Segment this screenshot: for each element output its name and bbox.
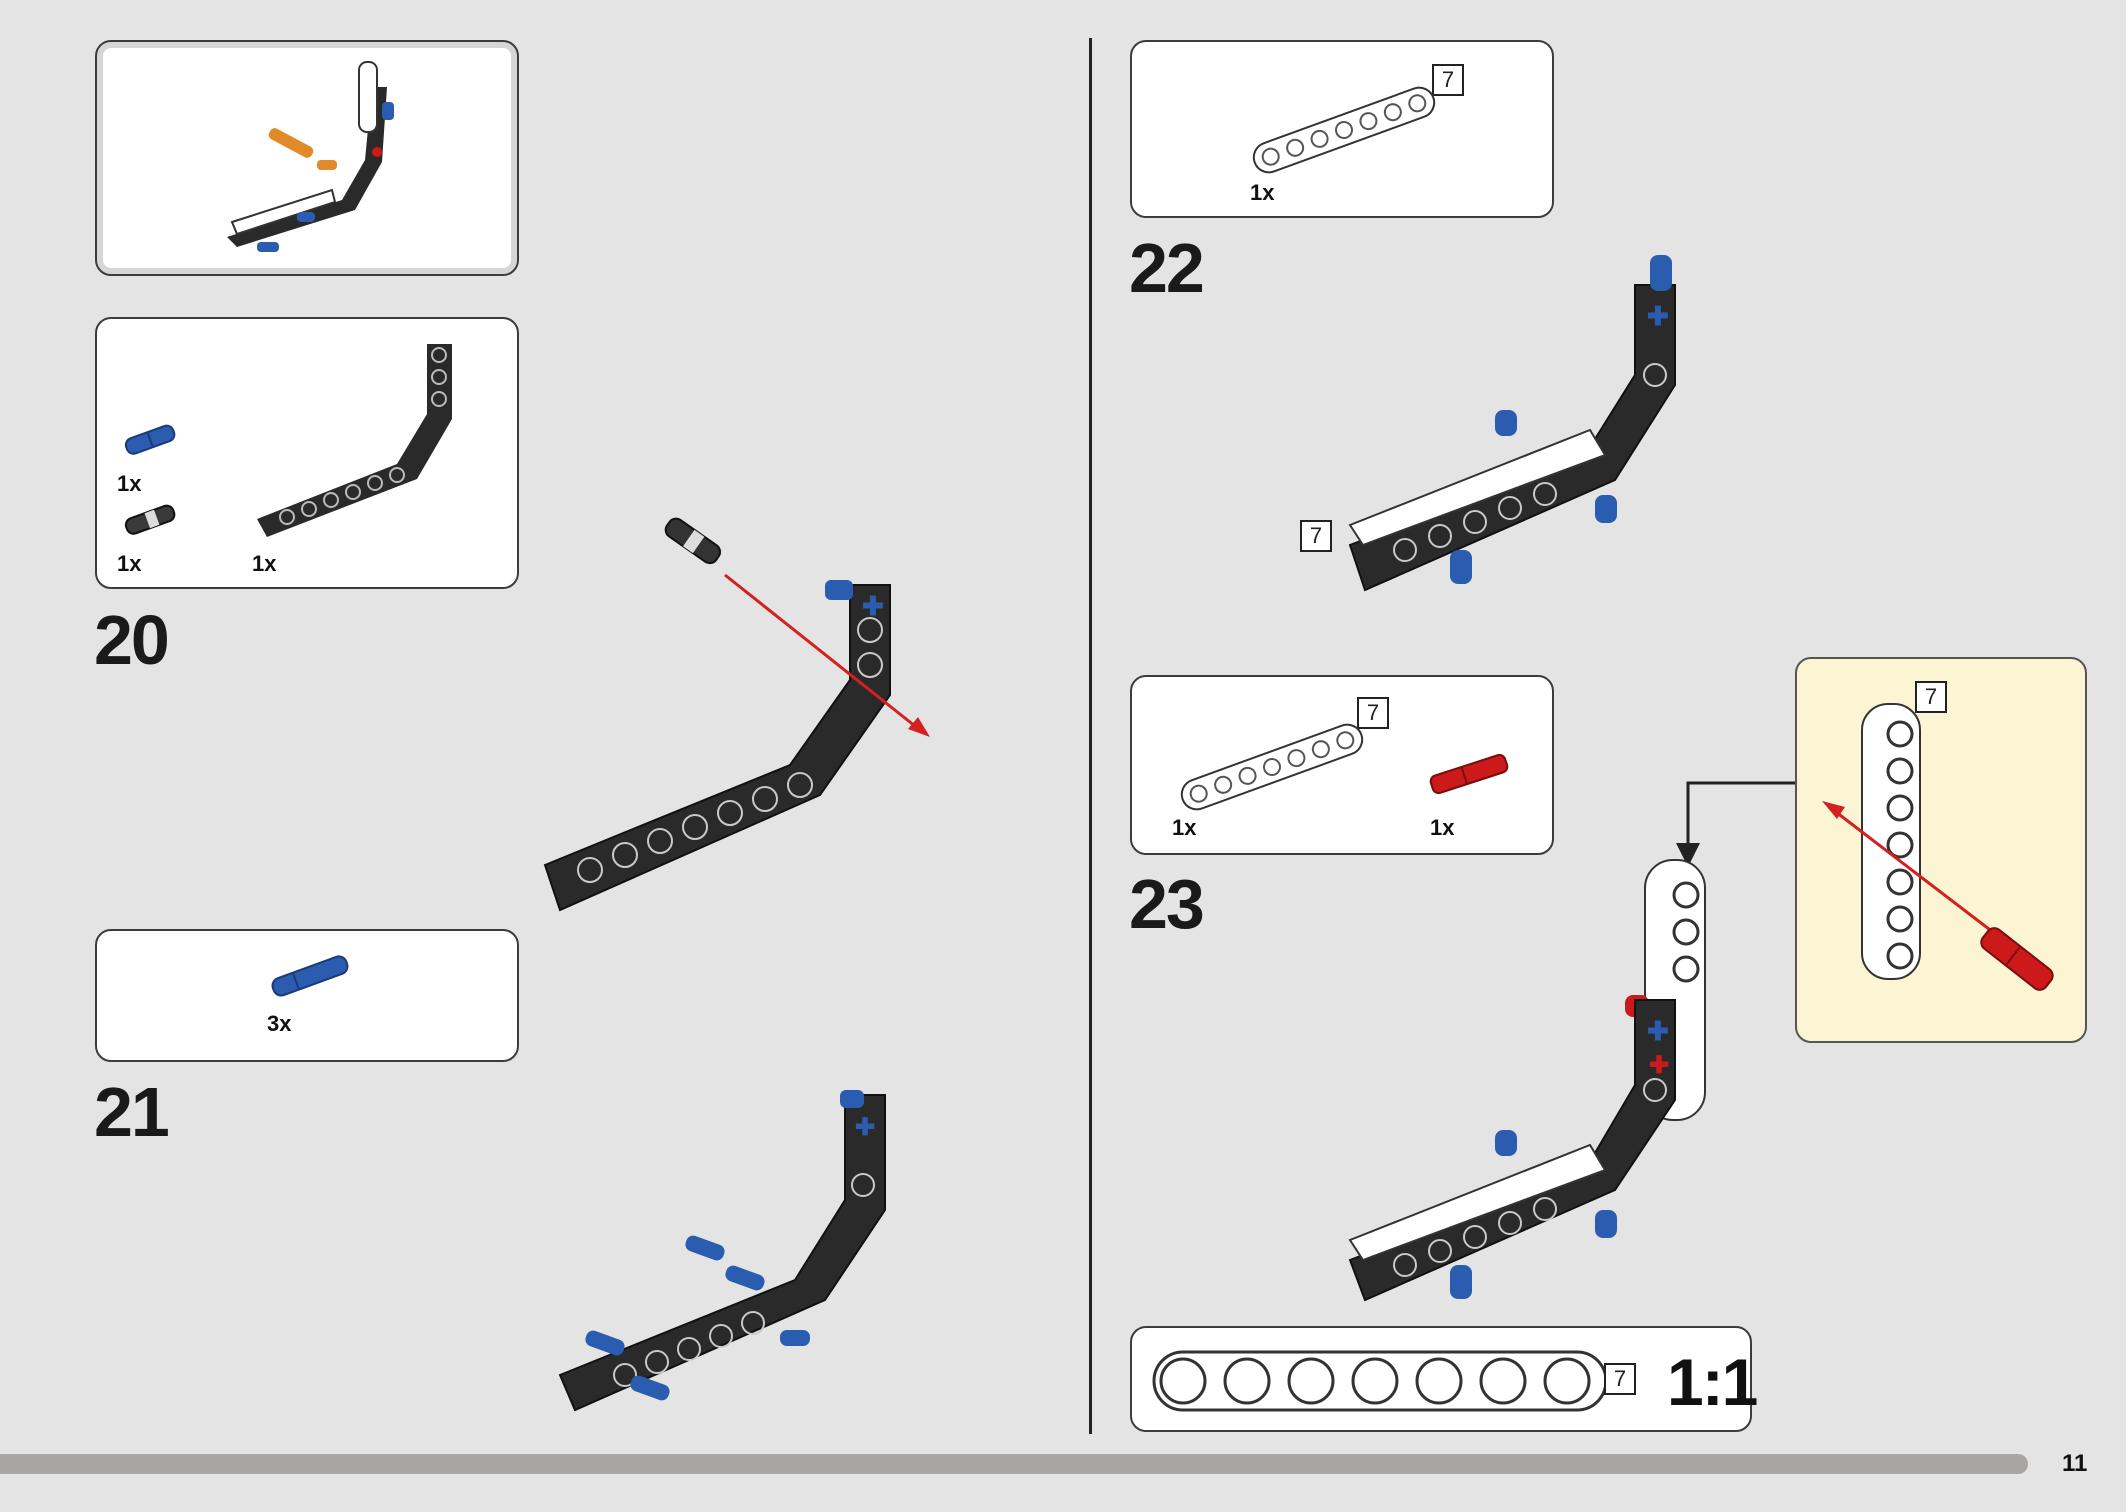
step-22-parts-box: 7 1x xyxy=(1130,40,1554,218)
svg-text:✚: ✚ xyxy=(862,591,884,621)
step-23-parts-box: 7 1x 1x xyxy=(1130,675,1554,855)
step-number: 22 xyxy=(1129,229,1205,307)
step-22-assembly-icon: ✚ xyxy=(1348,255,1676,592)
page-progress-bar xyxy=(0,1454,2028,1474)
step-number: 23 xyxy=(1129,865,1205,943)
blue-pin-icon xyxy=(124,424,176,455)
callout-subassembly-icon xyxy=(1822,703,2054,991)
white-beam-7-icon xyxy=(1180,723,1364,811)
scale-ruler-box: 7 1:1 xyxy=(1130,1326,1758,1432)
qty-label: 1x xyxy=(117,471,142,496)
previous-assembly-box xyxy=(95,40,519,276)
step-20-assembly-icon: ✚ xyxy=(543,517,930,912)
length-tag: 7 xyxy=(1432,64,1464,96)
qty-label: 1x xyxy=(1430,815,1455,840)
step-23-callout: 7 xyxy=(1795,657,2087,1043)
length-tag: 7 xyxy=(1357,697,1389,729)
length-tag: 7 xyxy=(1300,520,1332,552)
previous-assembly-icon xyxy=(227,61,394,252)
qty-label: 3x xyxy=(267,1011,292,1036)
step-number: 20 xyxy=(94,601,170,679)
red-axle-pin-icon xyxy=(1429,753,1509,795)
svg-text:✚: ✚ xyxy=(1647,301,1669,331)
page-divider xyxy=(1089,38,1092,1434)
qty-label: 1x xyxy=(252,551,277,576)
step-number: 21 xyxy=(94,1073,170,1151)
black-axle-pin-icon xyxy=(124,504,176,535)
callout-connector-arrow xyxy=(1676,781,1795,867)
step-23-assembly-icon: ✚ ✚ xyxy=(1348,859,1706,1302)
step-21-parts-box: 3x xyxy=(95,929,519,1062)
svg-text:✚: ✚ xyxy=(1649,1052,1669,1079)
qty-label: 1x xyxy=(1172,815,1197,840)
step-21-assembly-icon: ✚ xyxy=(558,1090,886,1412)
length-tag: 7 xyxy=(1915,681,1947,713)
blue-long-pin-icon xyxy=(271,955,349,997)
white-beam-7-icon xyxy=(1252,86,1436,174)
length-tag: 7 xyxy=(1604,1363,1636,1395)
qty-label: 1x xyxy=(1250,180,1275,205)
svg-text:✚: ✚ xyxy=(1647,1016,1669,1046)
beam-7-ruler-icon xyxy=(1152,1350,1608,1412)
qty-label: 1x xyxy=(117,551,142,576)
page-number: 11 xyxy=(2062,1450,2088,1477)
svg-text:✚: ✚ xyxy=(855,1114,875,1141)
step-20-parts-box: 1x 1x 1x xyxy=(95,317,519,589)
scale-label: 1:1 xyxy=(1667,1345,1758,1419)
angled-beam-icon xyxy=(257,344,452,537)
